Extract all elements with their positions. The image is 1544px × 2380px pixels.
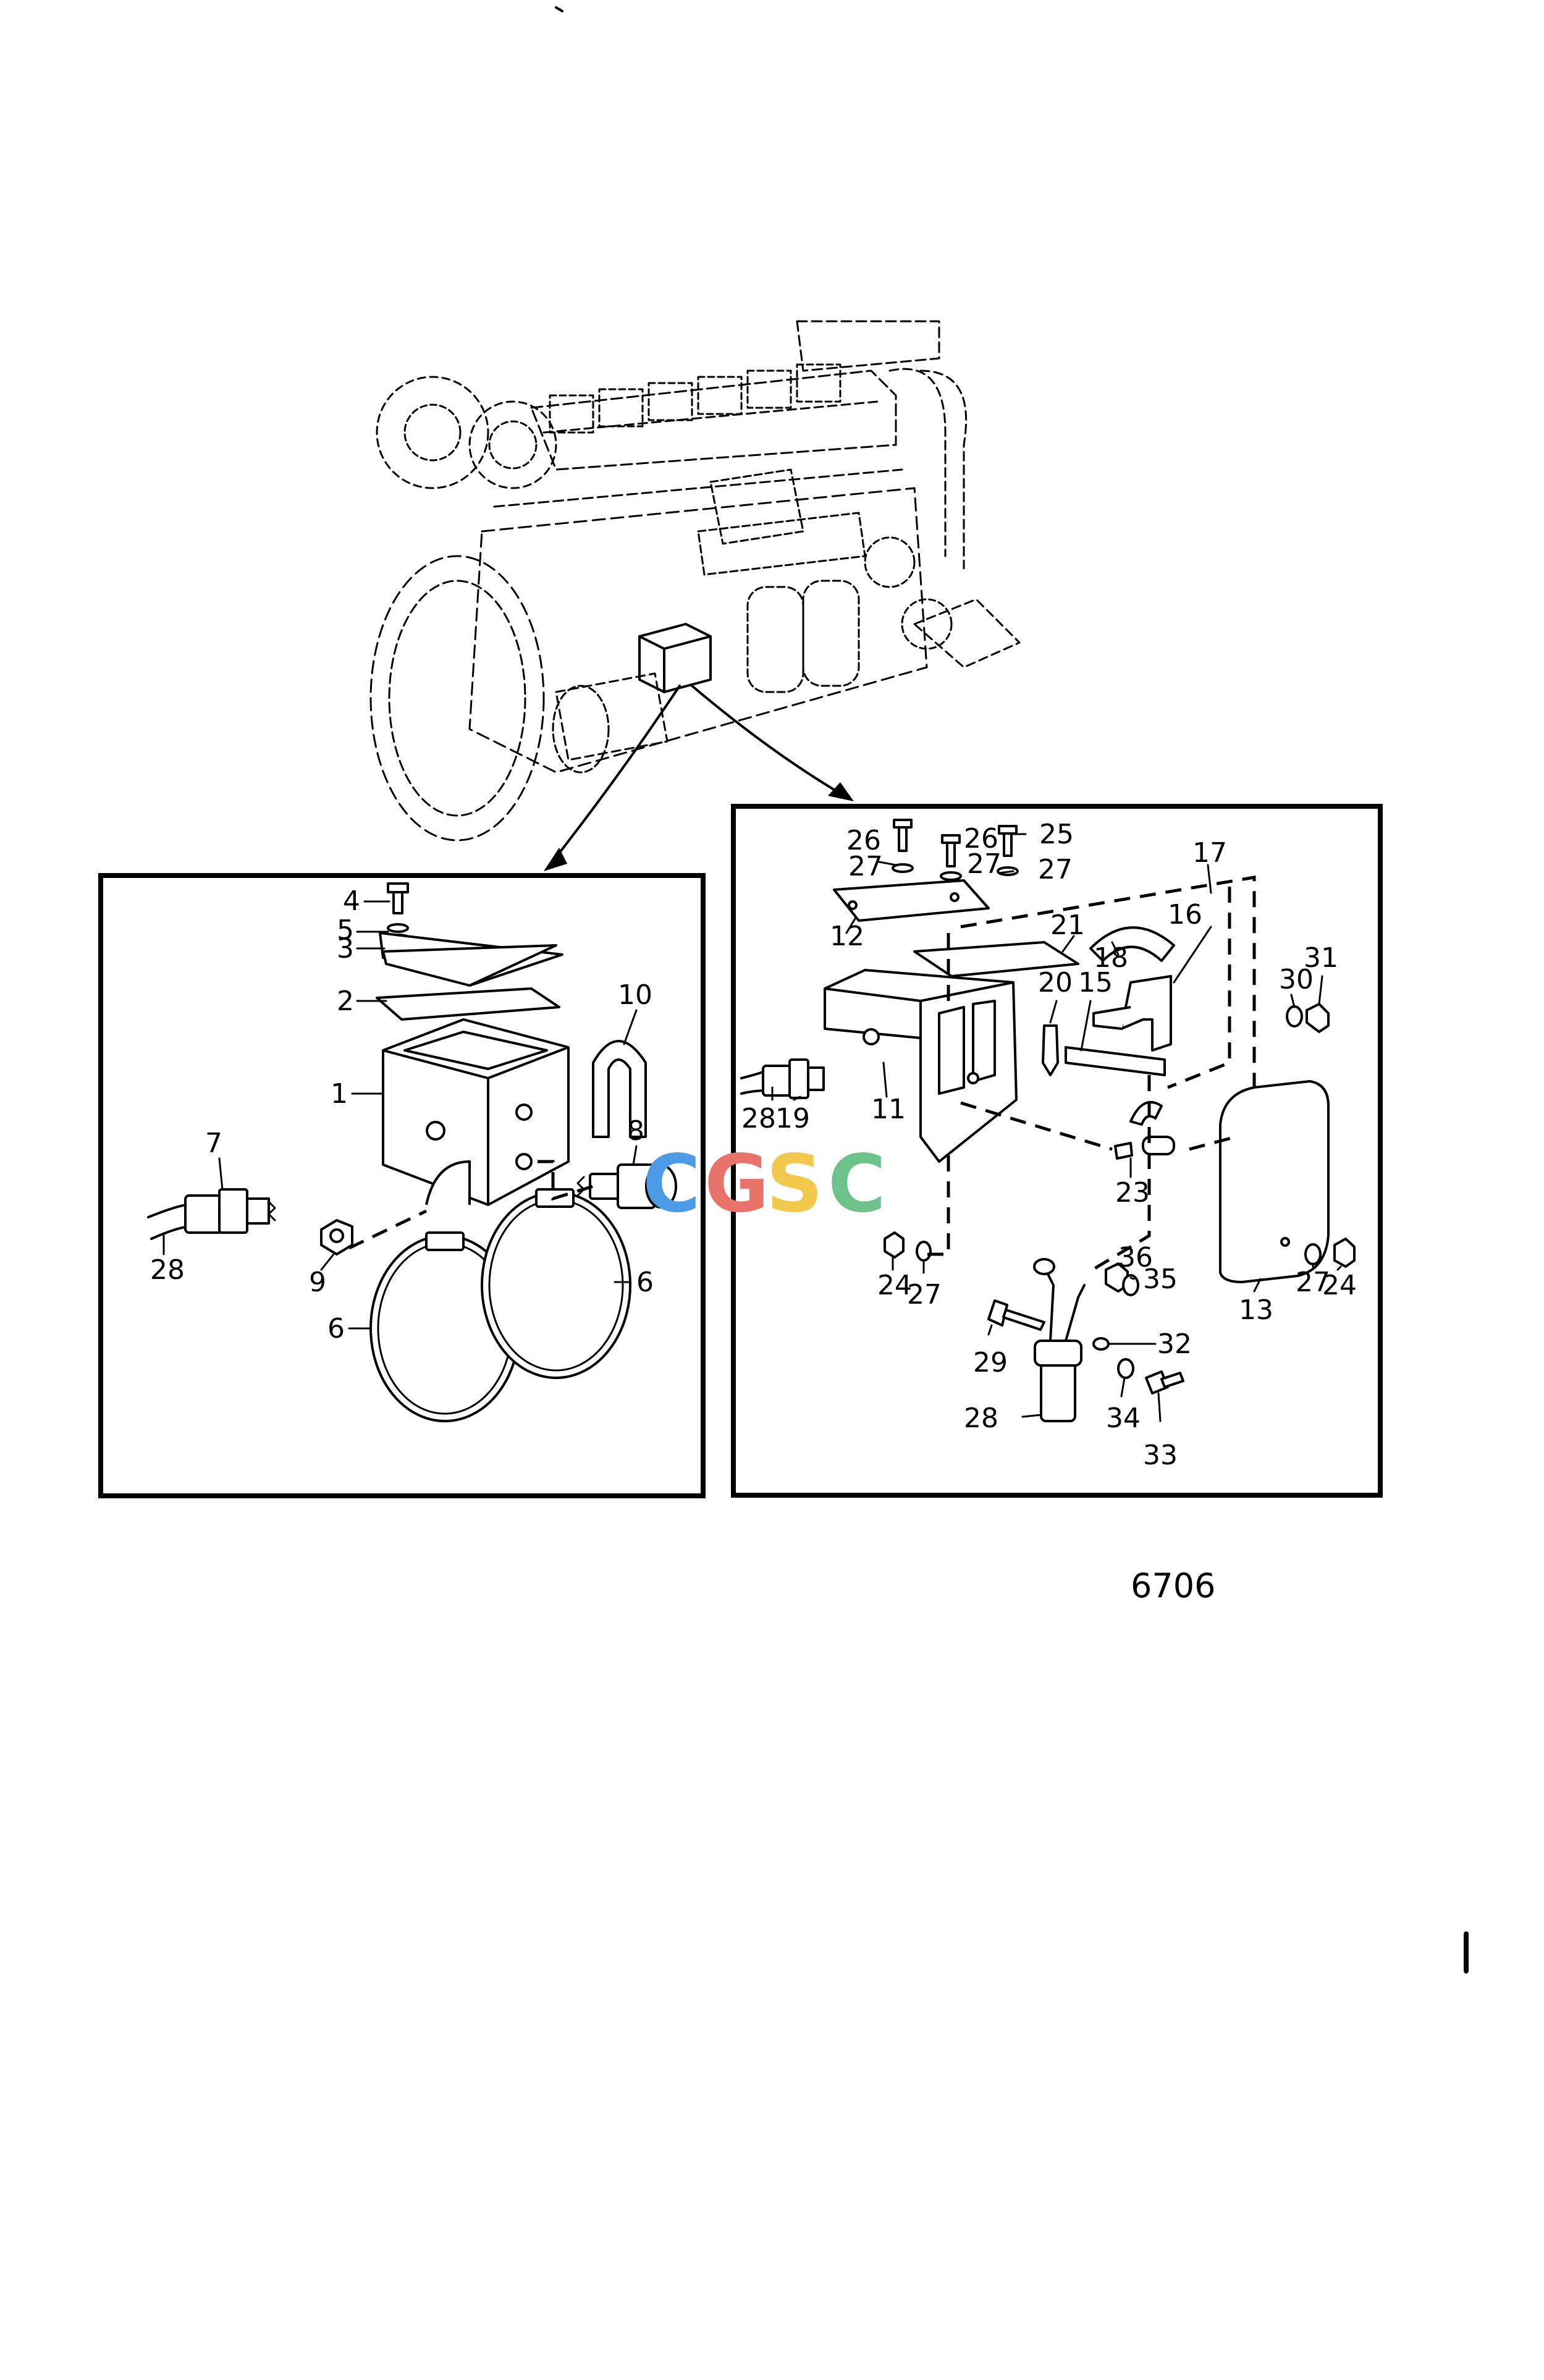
label-35: 35: [1143, 1264, 1178, 1295]
label-17: 17: [1192, 837, 1227, 869]
label-13: 13: [1239, 1294, 1273, 1326]
figure-number: 6706: [1131, 1566, 1215, 1605]
engine-overview: [369, 320, 1021, 842]
label-33: 33: [1143, 1440, 1178, 1471]
label-24a: 24: [877, 1270, 912, 1301]
label-7: 7: [205, 1128, 222, 1159]
label-32: 32: [1157, 1328, 1192, 1360]
right-panel-leaders: [771, 833, 1342, 1422]
label-29: 29: [973, 1347, 1008, 1378]
label-20: 20: [1038, 967, 1073, 998]
label-28: 28: [150, 1254, 185, 1286]
label-12: 12: [830, 921, 864, 952]
label-26a: 26: [846, 825, 881, 856]
label-18: 18: [1094, 942, 1128, 974]
label-24b: 24: [1322, 1270, 1357, 1301]
label-27c: 27: [1038, 854, 1073, 885]
label-27e: 27: [1296, 1267, 1330, 1298]
label-1: 1: [331, 1078, 348, 1110]
right-panel-labels: 26 26 25 27 27 27 17 12 21 18 16 20 15 3…: [741, 819, 1357, 1471]
label-28s: 28: [964, 1403, 998, 1434]
watermark-letter-c2: C: [828, 1138, 886, 1230]
watermark-letter-c1: C: [643, 1138, 701, 1230]
label-27a: 27: [848, 851, 883, 882]
label-23: 23: [1115, 1177, 1150, 1209]
label-6: 6: [327, 1313, 345, 1344]
label-8: 8: [627, 1115, 644, 1147]
label-28r: 28: [741, 1103, 776, 1134]
watermark-letter-s: S: [766, 1138, 823, 1230]
label-16: 16: [1168, 899, 1202, 930]
left-panel-frame: [98, 873, 706, 1498]
watermark-letter-g: G: [704, 1138, 769, 1230]
label-34: 34: [1106, 1403, 1141, 1434]
left-panel-connectors: [348, 1160, 594, 1250]
label-36: 36: [1118, 1242, 1153, 1273]
label-9: 9: [309, 1267, 326, 1298]
right-panel-parts: [740, 819, 1356, 1422]
label-11: 11: [871, 1094, 906, 1125]
right-panel-connectors: [927, 876, 1256, 1275]
label-15: 15: [1078, 967, 1113, 998]
label-27d: 27: [907, 1279, 942, 1310]
label-27b: 27: [967, 848, 1002, 880]
label-3: 3: [337, 933, 354, 964]
label-30: 30: [1279, 964, 1314, 995]
left-panel-labels: 4 5 3 2 10 1 7 8 28 9 6 6: [150, 885, 654, 1344]
label-21: 21: [1050, 909, 1085, 941]
label-26b: 26: [964, 823, 998, 855]
label-6b: 6: [636, 1267, 654, 1298]
label-5: 5: [337, 914, 354, 946]
watermark: C G S C: [643, 1138, 886, 1230]
scan-marks: [555, 6, 1469, 1973]
label-2: 2: [337, 985, 354, 1017]
label-19: 19: [775, 1103, 810, 1134]
label-31: 31: [1304, 942, 1338, 974]
pointer-arrows: [544, 685, 854, 871]
label-10: 10: [618, 979, 652, 1011]
right-panel-frame: [731, 804, 1383, 1498]
label-25: 25: [1039, 819, 1074, 850]
label-4: 4: [343, 885, 360, 917]
left-panel-leaders: [162, 900, 638, 1330]
left-panel-parts: [147, 882, 677, 1422]
